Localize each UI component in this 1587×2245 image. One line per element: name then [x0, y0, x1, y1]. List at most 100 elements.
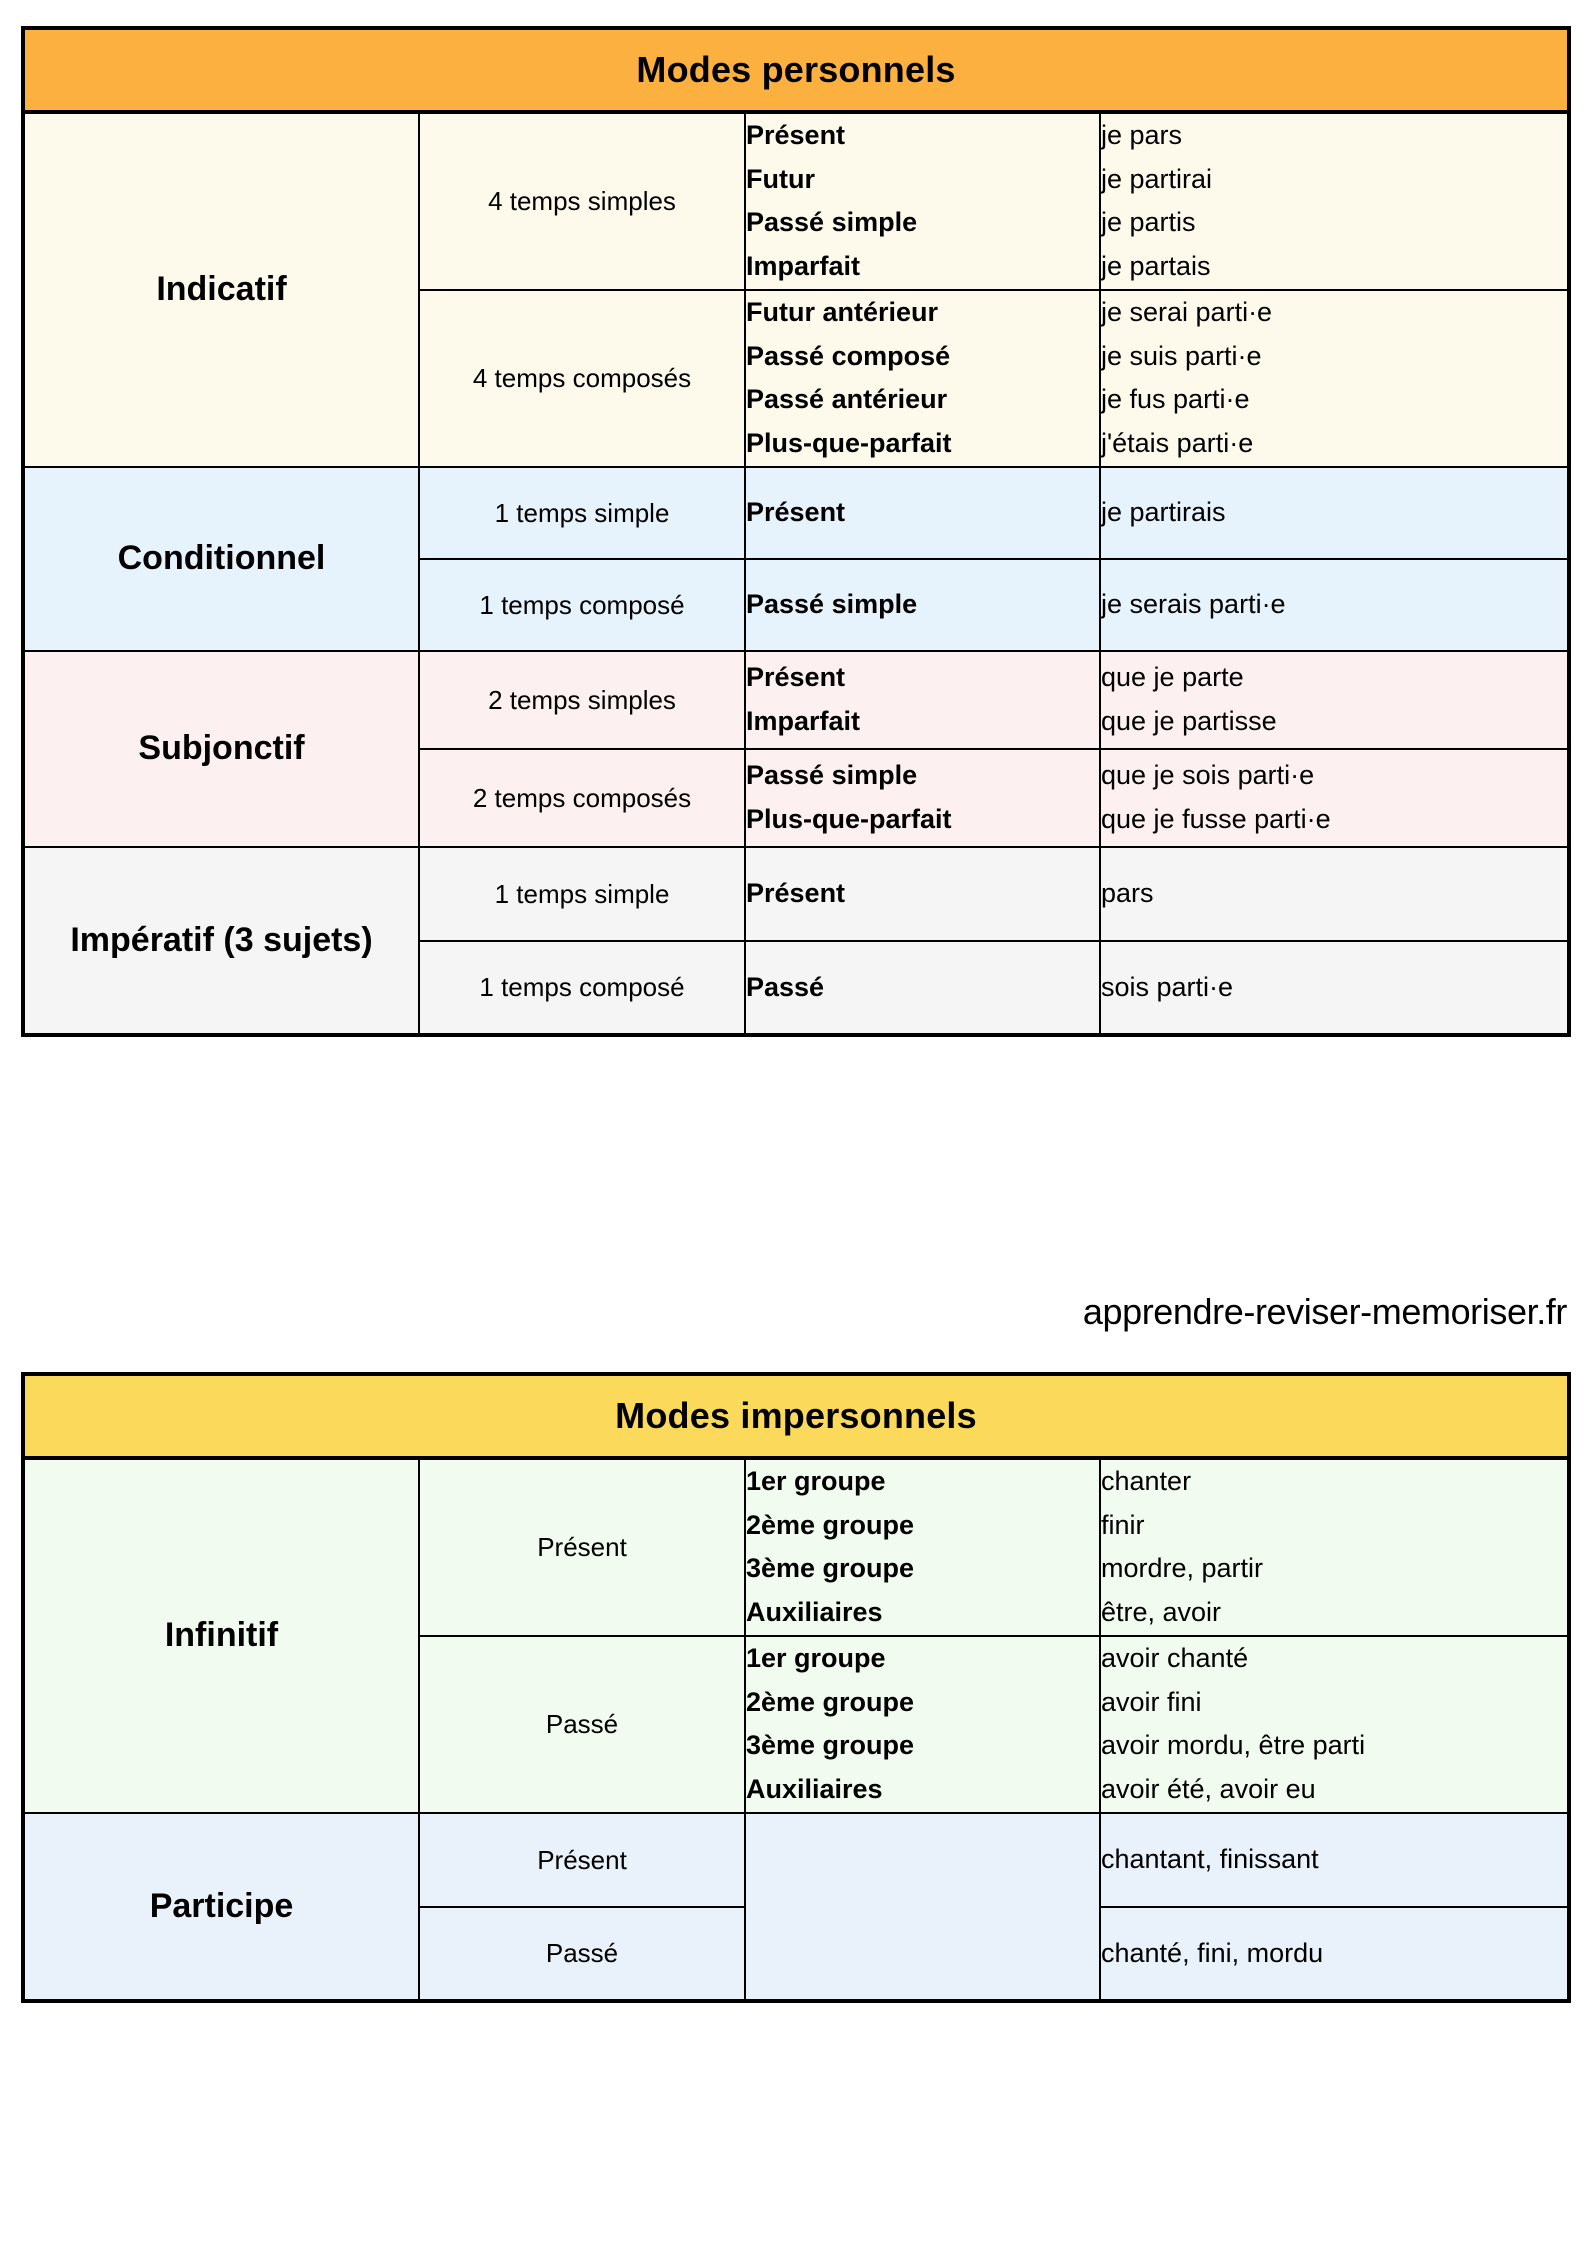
tense-label-participe-present: Présent [418, 1811, 746, 1908]
modes-impersonnels-table: Modes impersonnels Infinitif Présent 1er… [21, 1372, 1571, 2003]
example-text: finir [1101, 1509, 1145, 1540]
example-list-indicatif-composes: je serai parti·e je suis parti·e je fus … [1098, 288, 1571, 468]
count-line: 4 temps [472, 363, 566, 394]
mode-label-imperatif: Impératif (3 sujets) [22, 845, 420, 1036]
tense-count-imperatif-simple: 1 temps simple [418, 845, 746, 942]
table-row: Subjonctif 2 temps simples Présent Impar… [22, 649, 1571, 848]
mode-label-line: (3 sujets) [223, 920, 373, 959]
example-list-imperatif-compose: sois parti·e [1098, 939, 1571, 1036]
example-list-imperatif-simple: pars [1098, 845, 1571, 942]
tense-list-subjonctif-composes: Passé simple Plus-que-parfait [744, 747, 1101, 848]
count-line: composés [572, 363, 692, 394]
banner-row-impersonnels: Modes impersonnels [22, 1373, 1570, 1460]
tense-name: Présent [746, 662, 846, 693]
example-list-infinitif-passe: avoir chanté avoir fini avoir mordu, êtr… [1099, 1634, 1570, 1814]
tense-name: Passé composé [746, 340, 951, 371]
tense-name: Imparfait [746, 705, 861, 736]
count-line: Présent [537, 1532, 627, 1563]
tense-count-subjonctif-simples: 2 temps simples [418, 649, 746, 750]
example-list-participe-present: chantant, finissant [1099, 1811, 1570, 1908]
count-line: 2 temps [488, 684, 581, 715]
count-line: 2 temps [472, 782, 566, 813]
banner-modes-impersonnels: Modes impersonnels [22, 1373, 1570, 1460]
count-line: 1 temps simple [494, 878, 670, 909]
tense-list-imperatif-compose: Passé [744, 939, 1101, 1036]
group-name: 1er groupe [746, 1466, 886, 1496]
example-text: je partirai [1101, 163, 1213, 194]
example-list-conditionnel-compose: je serais parti·e [1098, 557, 1571, 652]
example-text: avoir chanté [1101, 1642, 1249, 1673]
table-row: Passé 1er groupe 2ème groupe 3ème groupe… [23, 1634, 1570, 1814]
tense-name: Plus-que-parfait [746, 428, 952, 459]
example-text: je suis parti·e [1101, 340, 1262, 371]
count-line: 4 temps [488, 186, 581, 217]
count-line: 1 temps composé [479, 972, 685, 1003]
mode-label-conditionnel: Conditionnel [22, 465, 420, 652]
tense-label-participe-passe: Passé [418, 1905, 746, 2002]
example-text: avoir été, avoir eu [1101, 1774, 1316, 1805]
example-list-indicatif-simples: je pars je partirai je partis je partais [1098, 111, 1571, 291]
table-row: Impératif (3 sujets) 1 temps simple Prés… [22, 845, 1571, 1036]
group-name: 3ème groupe [746, 1730, 915, 1761]
tense-list-indicatif-composes: Futur antérieur Passé composé Passé anté… [744, 288, 1101, 468]
count-line: 1 temps composé [479, 589, 685, 620]
example-list-infinitif-present: chanter finir mordre, partir être, avoir [1099, 1457, 1570, 1637]
example-text: avoir mordu, être parti [1101, 1730, 1366, 1761]
tense-list-conditionnel-compose: Passé simple [744, 557, 1101, 652]
group-list-participe-empty [744, 1811, 1101, 2002]
example-text: que je fusse parti·e [1101, 803, 1331, 834]
tense-name: Imparfait [746, 251, 861, 282]
tense-name: Passé simple [746, 589, 918, 619]
group-name: 2ème groupe [746, 1686, 915, 1717]
example-text: chanter [1101, 1466, 1192, 1496]
tense-name: Passé simple [746, 760, 918, 791]
example-text: j'étais parti·e [1101, 428, 1254, 459]
tense-list-subjonctif-simples: Présent Imparfait [744, 649, 1101, 750]
example-list-participe-passe: chanté, fini, mordu [1099, 1905, 1570, 2002]
banner-modes-personnels: Modes personnels [21, 27, 1571, 114]
tense-name: Futur antérieur [746, 296, 939, 327]
example-text: pars [1101, 878, 1154, 908]
tense-label-infinitif-passe: Passé [418, 1634, 746, 1814]
example-list-conditionnel-simple: je partirais [1098, 465, 1571, 560]
tense-name: Passé antérieur [746, 384, 948, 415]
tense-count-indicatif-composes: 4 temps composés [418, 288, 746, 468]
example-text: je pars [1101, 120, 1183, 150]
modes-personnels-table: Modes personnels Indicatif 4 temps simpl… [21, 26, 1572, 1037]
example-text: que je sois parti·e [1101, 760, 1315, 791]
tense-count-conditionnel-simple: 1 temps simple [418, 465, 746, 560]
mode-label-line: Impératif [70, 920, 214, 959]
table-row: Infinitif Présent 1er groupe 2ème groupe… [22, 1457, 1570, 1814]
tense-count-subjonctif-composes: 2 temps composés [418, 747, 746, 848]
example-text: chantant, finissant [1101, 1844, 1319, 1874]
example-text: je serai parti·e [1101, 296, 1273, 327]
tense-name: Présent [746, 120, 846, 150]
tense-name: Présent [746, 878, 846, 908]
example-text: avoir fini [1101, 1686, 1202, 1717]
table-row: Participe Présent chantant, finissant [22, 1811, 1570, 2002]
group-list-infinitif-passe: 1er groupe 2ème groupe 3ème groupe Auxil… [744, 1634, 1101, 1814]
count-line: simples [587, 684, 676, 715]
example-text: je partais [1101, 251, 1211, 282]
tense-name: Passé [746, 971, 825, 1002]
example-text: je partirais [1101, 497, 1226, 527]
tense-list-imperatif-simple: Présent [744, 845, 1101, 942]
count-line: Passé [545, 1709, 619, 1740]
tense-name: Futur [746, 163, 815, 194]
count-line: Présent [537, 1844, 627, 1875]
tense-label-infinitif-present: Présent [418, 1457, 746, 1637]
tense-count-indicatif-simples: 4 temps simples [418, 111, 746, 291]
example-text: je partis [1101, 207, 1196, 238]
tense-name: Passé simple [746, 207, 918, 238]
count-line: 1 temps simple [494, 497, 670, 528]
mode-label-infinitif: Infinitif [22, 1457, 420, 1814]
tense-name: Plus-que-parfait [746, 803, 952, 834]
example-text: être, avoir [1101, 1597, 1222, 1628]
site-watermark: apprendre-reviser-memoriser.fr [1082, 1291, 1568, 1332]
tense-count-imperatif-compose: 1 temps composé [418, 939, 746, 1036]
example-text: je fus parti·e [1101, 384, 1250, 415]
tense-list-indicatif-simples: Présent Futur Passé simple Imparfait [744, 111, 1101, 291]
mode-label-subjonctif: Subjonctif [22, 649, 420, 848]
example-text: chanté, fini, mordu [1101, 1937, 1324, 1968]
